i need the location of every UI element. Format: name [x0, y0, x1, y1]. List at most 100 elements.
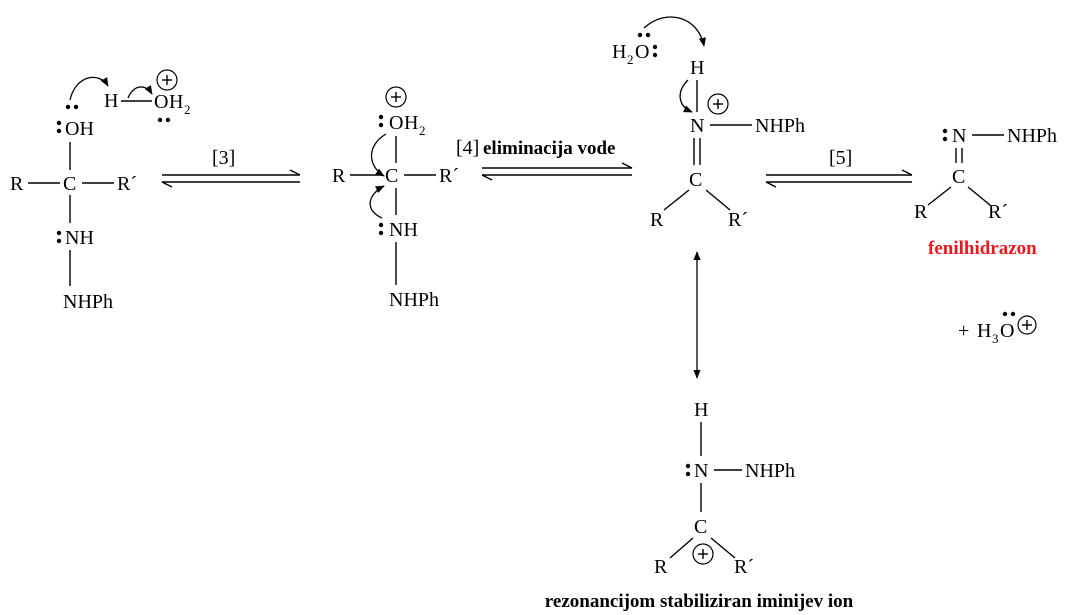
lone-pair-dot	[65, 104, 71, 110]
resonance-caption: rezonancijom stabiliziran iminijev ion	[545, 591, 854, 612]
atom-o: O	[389, 112, 403, 134]
atom-h: H	[104, 90, 118, 112]
positive-charge-icon	[707, 93, 729, 115]
atom-nhph: NHPh	[63, 291, 113, 313]
bond-c-rp	[705, 189, 731, 211]
atom-rp: R´	[734, 556, 754, 578]
lone-pair-dot	[378, 122, 384, 128]
atom-o: O	[1000, 320, 1014, 342]
half-arrow-head	[161, 181, 173, 188]
lone-pair-dot	[378, 222, 384, 228]
curved-arrow-icon	[643, 16, 706, 47]
atom-c: C	[689, 169, 702, 191]
half-arrow-head	[765, 181, 777, 188]
step-description-4: eliminacija vode	[483, 138, 615, 159]
curved-arrow-icon	[369, 185, 385, 219]
positive-charge-icon	[156, 69, 178, 91]
atom-oh: OH	[65, 118, 94, 140]
atom-nhph: NHPh	[745, 460, 795, 482]
half-arrow-head	[289, 169, 301, 176]
atom-h: H	[694, 399, 708, 421]
atom-nh: NH	[65, 227, 94, 249]
atom-nhph: NHPh	[389, 289, 439, 311]
bond-c-rp	[710, 537, 736, 559]
atom-h: H	[612, 41, 626, 63]
atom-r: R	[10, 173, 24, 195]
atom-c: C	[385, 165, 398, 187]
molecule-resonance-form: H N NHPh C R R´ rezonancijom stabilizira…	[545, 399, 854, 612]
lone-pair-dot	[56, 230, 62, 236]
lone-pair-dot	[157, 117, 163, 123]
lone-pair-dot	[165, 117, 171, 123]
positive-charge-icon	[1017, 315, 1037, 335]
atom-c: C	[952, 166, 965, 188]
atom-rp: R´	[988, 201, 1008, 223]
curved-arrow-icon	[69, 76, 109, 101]
lone-pair-dot	[56, 120, 62, 126]
atom-o: O	[635, 41, 649, 63]
lone-pair-dot	[685, 471, 691, 477]
lone-pair-dot	[652, 44, 658, 50]
lone-pair-dot	[378, 230, 384, 236]
atom-r: R	[654, 556, 668, 578]
atom-h: H	[690, 57, 704, 79]
lone-pair-dot	[1010, 311, 1016, 317]
lone-pair-dot	[942, 136, 948, 142]
positive-charge-icon	[385, 86, 407, 108]
equilibrium-step-3: [3]	[161, 147, 301, 188]
molecule-phenylhydrazone: N NHPh C R R´ fenilhidrazon + H 3 O	[914, 125, 1057, 346]
lone-pair-dot	[685, 463, 691, 469]
atom-n: N	[690, 115, 704, 137]
curved-arrow-icon	[370, 133, 387, 177]
subscript-2: 2	[419, 123, 426, 138]
atom-h: H	[977, 320, 991, 342]
atom-nhph: NHPh	[755, 115, 805, 137]
curved-arrow-icon	[679, 79, 693, 113]
curved-arrow-icon	[127, 85, 153, 99]
lone-pair-dot	[645, 32, 651, 38]
plus-sign: +	[958, 320, 969, 342]
half-arrow-head	[621, 162, 633, 169]
atom-nhph: NHPh	[1007, 125, 1057, 147]
bond-c-r	[669, 537, 694, 559]
subscript-2: 2	[184, 102, 191, 117]
half-arrow-head	[901, 169, 913, 176]
lone-pair-dot	[1002, 311, 1008, 317]
molecule-protonated-intermediate: R C R´ O H 2 NH NHPh	[332, 86, 459, 311]
atom-rp: R´	[439, 165, 459, 187]
lone-pair-dot	[73, 104, 79, 110]
atom-r: R	[332, 165, 346, 187]
lone-pair-dot	[378, 114, 384, 120]
product-label: fenilhidrazon	[928, 238, 1037, 259]
atom-rp: R´	[117, 173, 137, 195]
subscript-3: 3	[992, 331, 999, 346]
atom-c: C	[694, 516, 707, 538]
molecule-iminium-ion: H 2 O H N NHPh C R R´	[612, 16, 805, 231]
subscript-2: 2	[627, 52, 634, 67]
equilibrium-step-4: [4] eliminacija vode	[456, 137, 633, 181]
atom-n: N	[694, 460, 708, 482]
molecule-carbinolamine: R C R´ OH NH NHPh H O H 2	[10, 69, 191, 313]
atom-n: N	[952, 125, 966, 147]
positive-charge-icon	[692, 543, 714, 565]
lone-pair-dot	[942, 128, 948, 134]
lone-pair-dot	[652, 52, 658, 58]
lone-pair-dot	[56, 238, 62, 244]
atom-rp: R´	[728, 209, 748, 231]
step-label-4: [4]	[456, 137, 479, 159]
lone-pair-dot	[637, 32, 643, 38]
equilibrium-step-5: [5]	[765, 147, 913, 188]
bond-c-rp	[967, 186, 991, 206]
step-label-5: [5]	[829, 147, 852, 169]
atom-r: R	[650, 209, 664, 231]
atom-h: H	[169, 91, 183, 113]
atom-h: H	[404, 112, 418, 134]
atom-nh: NH	[389, 219, 418, 241]
atom-r: R	[914, 201, 928, 223]
bond-c-r	[663, 189, 690, 211]
bond-c-r	[927, 186, 952, 206]
lone-pair-dot	[56, 128, 62, 134]
atom-o: O	[154, 91, 168, 113]
half-arrow-head	[481, 174, 493, 181]
